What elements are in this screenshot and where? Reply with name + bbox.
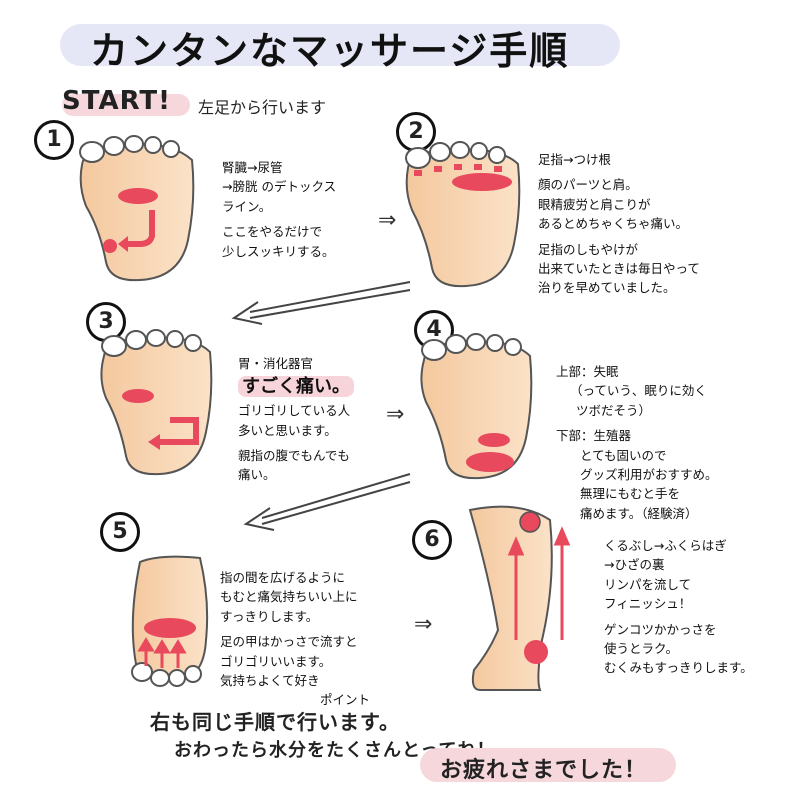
footer-line-2: おわったら水分をたくさんとってね！ <box>174 740 496 761</box>
note-line: 無理にもむと手を <box>580 486 681 502</box>
note-line: リンパを流して <box>604 576 692 592</box>
start-band <box>62 94 190 116</box>
arrow-right-icon: ⇒ <box>378 208 397 233</box>
step-1-number: 1 <box>34 120 74 160</box>
note-line: もむと痛気持ちいい上に <box>220 589 358 605</box>
note-line: 多いと思います。 <box>238 422 337 438</box>
note-line: 痛めます。（経験済） <box>580 505 698 521</box>
note-line: ゴリゴリいいます。 <box>220 653 332 669</box>
note-line: ここをやるだけで <box>222 224 323 240</box>
note-line: すっきりします。 <box>220 608 319 624</box>
arrow-right-icon: ⇒ <box>386 402 405 427</box>
step-4-note: 上部：失眠 （っていう、眠りに効く ツボだそう） 下部：生殖器 とても固いので … <box>556 362 718 523</box>
note-line: 少しスッキリする。 <box>222 243 335 259</box>
note-line: グッズ利用がおすすめ。 <box>580 466 718 482</box>
note-line: 足の甲はかっさで流すと <box>220 634 358 650</box>
note-line: ゴリゴリしている人 <box>238 403 351 419</box>
footer-line-3: お疲れさまでした！ <box>440 758 648 783</box>
note-line: 痛い。 <box>238 467 276 483</box>
note-line: 使うとラク。 <box>604 640 679 656</box>
note-line: 足指→つけ根 <box>538 152 611 167</box>
title-band <box>60 24 620 66</box>
arrow-right-icon: ⇒ <box>414 612 433 637</box>
note-heading: 胃・消化器官 <box>238 356 314 371</box>
title-area: カンタンなマッサージ手順 <box>60 14 620 73</box>
note-line: 下部：生殖器 <box>556 428 632 444</box>
foot-illustration-1 <box>79 135 195 282</box>
note-line: →ひざの裏 <box>604 557 665 573</box>
page-title: カンタンなマッサージ手順 <box>90 29 570 73</box>
flow-arrows <box>231 281 411 531</box>
start-label: START! <box>62 86 172 116</box>
note-line: 治りを早めていました。 <box>538 280 676 296</box>
start-label-area: START! <box>62 86 190 116</box>
note-line: 出来ていたときは毎日やって <box>538 260 700 276</box>
step-6-note: くるぶし→ふくらはぎ →ひざの裏 リンパを流して フィニッシュ！ ゲンコツかかっ… <box>604 536 753 678</box>
foot-illustration-3 <box>100 329 213 476</box>
step-3-number: 3 <box>86 302 126 342</box>
note-line: 上部：失眠 <box>556 364 619 379</box>
note-line: ポイント <box>320 692 371 708</box>
note-line: ツボだそう） <box>576 402 652 418</box>
note-line: 腎臓→尿管 <box>222 160 283 175</box>
note-line: ライン。 <box>222 198 272 214</box>
step-3-note: 胃・消化器官 すごく痛い。 ゴリゴリしている人 多いと思います。 親指の腹でもん… <box>238 354 354 485</box>
note-line: 眼精疲労と肩こりが <box>538 196 651 212</box>
foot-illustration-4 <box>420 333 533 480</box>
note-line: 指の間を広げるように <box>220 570 346 585</box>
thanks-band <box>420 748 676 782</box>
step-6-number: 6 <box>412 520 452 560</box>
note-line: くるぶし→ふくらはぎ <box>604 538 727 553</box>
note-line: 顔のパーツと肩。 <box>538 177 638 193</box>
step-5-note: 指の間を広げるように もむと痛気持ちいい上に すっきりします。 足の甲はかっさで… <box>220 568 370 710</box>
note-line: （っていう、眠りに効く <box>570 383 707 399</box>
step-1-note: 腎臓→尿管 →膀胱 のデトックス ライン。 ここをやるだけで 少しスッキリする。 <box>222 158 336 261</box>
step-5-number: 5 <box>100 512 140 552</box>
note-line: ゲンコツかかっさを <box>604 621 717 637</box>
footer-line-1: 右も同じ手順で行います。 <box>150 710 400 734</box>
start-subtitle: 左足から行います <box>198 98 327 117</box>
leg-illustration-6 <box>468 505 571 691</box>
note-line: 足指のしもやけが <box>538 241 639 257</box>
note-line: 親指の腹でもんでも <box>238 448 350 464</box>
emphasis-text: すごく痛い。 <box>238 376 354 398</box>
note-line: フィニッシュ！ <box>604 596 692 612</box>
note-line: →膀胱 のデトックス <box>222 179 337 195</box>
step-2-number: 2 <box>396 112 436 152</box>
note-line: 気持ちよくて好き <box>220 672 320 688</box>
foot-illustration-2 <box>405 141 521 288</box>
note-line: むくみもすっきりします。 <box>604 660 753 676</box>
step-2-note: 足指→つけ根 顔のパーツと肩。 眼精疲労と肩こりが あるとめちゃくちゃ痛い。 足… <box>538 150 700 298</box>
note-line: あるとめちゃくちゃ痛い。 <box>538 216 689 232</box>
note-line: とても固いので <box>580 447 667 463</box>
foot-illustration-5 <box>131 555 209 687</box>
